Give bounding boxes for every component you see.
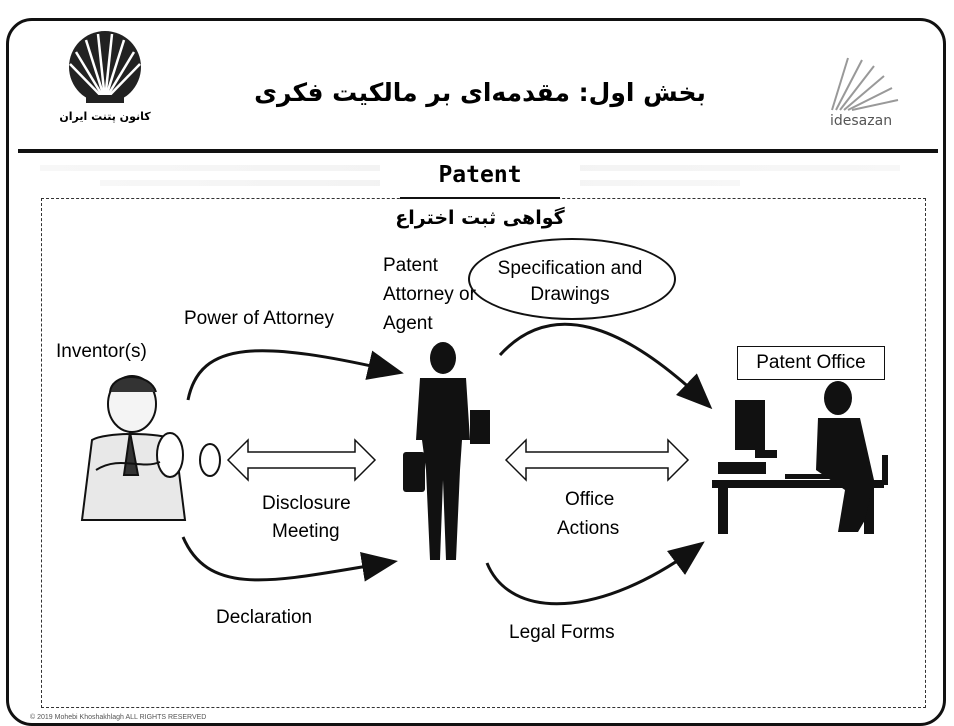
attorney-label-1: Patent	[383, 255, 438, 276]
patent-office-computer-icon	[712, 381, 888, 534]
left-logo-text: کانون پتنت ایران	[59, 110, 151, 123]
subtitle-underline	[400, 197, 560, 199]
office-actions-label-2: Actions	[557, 518, 620, 539]
specification-label: Specification and Drawings	[470, 256, 670, 308]
office-actions-double-arrow	[504, 438, 690, 482]
page-title: بخش اول: مقدمه‌ای بر مالکیت فکری	[254, 78, 706, 107]
legal-forms-label: Legal Forms	[509, 622, 615, 643]
idesazan-logo-icon	[831, 57, 899, 111]
inventor-label: Inventor(s)	[56, 341, 147, 362]
header-divider	[18, 149, 938, 153]
persian-subtitle: گواهی ثبت اختراع	[395, 207, 565, 229]
power-of-attorney-label: Power of Attorney	[184, 308, 334, 329]
specification-line-1: Specification and	[497, 258, 643, 279]
patent-office-label: Patent Office	[737, 346, 885, 380]
section-subtitle: Patent	[380, 162, 580, 188]
attorney-silhouette-icon	[403, 342, 490, 560]
disclosure-label-1: Disclosure	[262, 493, 351, 514]
attorney-label-3: Agent	[383, 313, 433, 334]
disclosure-double-arrow	[226, 438, 377, 482]
inventor-figure-icon	[80, 375, 221, 521]
specification-arrow	[498, 322, 713, 410]
attorney-label-2: Attorney or	[383, 284, 476, 305]
right-logo-text: idesazan	[830, 113, 892, 129]
office-actions-label-1: Office	[565, 489, 615, 510]
declaration-arrow	[181, 536, 398, 582]
specification-line-2: Drawings	[530, 284, 610, 305]
declaration-label: Declaration	[216, 607, 313, 628]
disclosure-label-2: Meeting	[272, 521, 340, 542]
specification-ellipse	[468, 238, 676, 320]
copyright-footer: © 2019 Mohebi Khoshakhlagh ALL RIGHTS RE…	[30, 714, 207, 721]
legal-forms-arrow	[485, 541, 705, 606]
shell-logo-icon	[69, 31, 141, 103]
power-of-attorney-arrow	[186, 349, 404, 401]
